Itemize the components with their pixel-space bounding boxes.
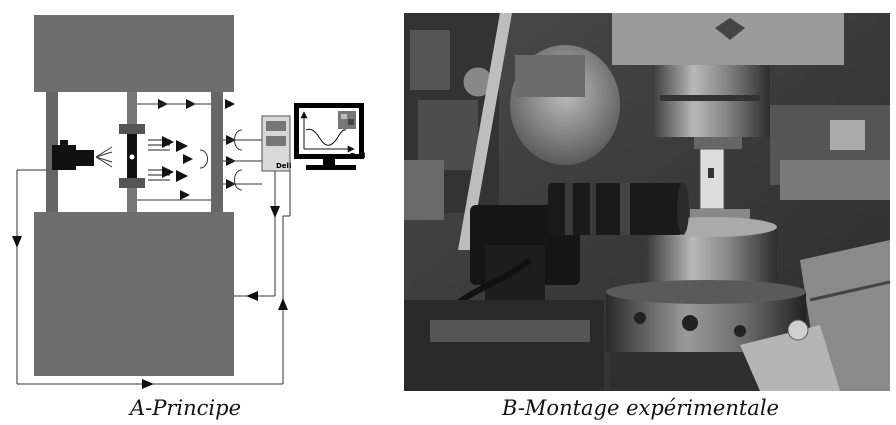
monitor-base xyxy=(306,165,356,170)
lower-grip xyxy=(119,178,145,188)
foreground-bracket xyxy=(740,325,840,391)
pc-brand-label: Dell xyxy=(276,162,291,170)
bottom-crosshead xyxy=(34,212,234,376)
feedback-arrows xyxy=(12,206,288,389)
caption-principle: A-Principe xyxy=(130,396,242,420)
monitor-plot xyxy=(300,111,355,153)
principle-schematic: Dell Dell xyxy=(12,15,365,389)
monitor-brand-label: Dell xyxy=(350,152,365,160)
caption-experimental-setup: B-Montage expérimentale xyxy=(502,396,779,420)
camera-lens-photo xyxy=(548,183,683,235)
camera-lens xyxy=(76,150,94,166)
right-column xyxy=(211,92,223,212)
specimen-hole xyxy=(129,154,135,160)
upper-grip-photo xyxy=(694,137,742,149)
monitor-stand xyxy=(323,159,335,165)
signal-lines xyxy=(137,103,262,201)
camera-rays xyxy=(95,146,113,168)
experimental-setup-photo xyxy=(404,13,891,391)
specimen-photo xyxy=(699,148,725,210)
support-rod xyxy=(458,13,512,250)
camera-body xyxy=(52,145,76,170)
top-crosshead xyxy=(34,15,234,92)
upper-grip xyxy=(119,124,145,134)
